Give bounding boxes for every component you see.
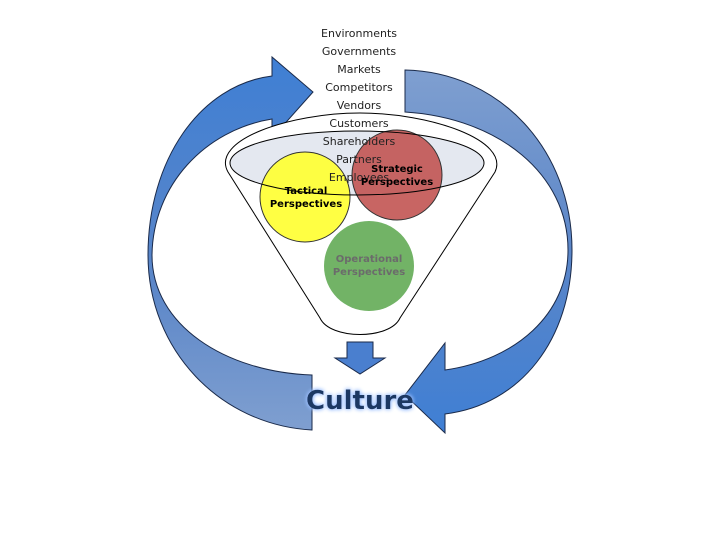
- influence-item: Governments: [322, 45, 397, 58]
- operational-label: Perspectives: [333, 267, 405, 278]
- influences-list: Environments Governments Markets Competi…: [321, 27, 397, 184]
- influence-item: Competitors: [325, 81, 393, 94]
- culture-label: Culture: [306, 386, 414, 416]
- down-arrow: [333, 341, 387, 375]
- operational-label: Operational: [336, 254, 403, 265]
- influence-item: Environments: [321, 27, 397, 40]
- influence-item: Partners: [336, 153, 382, 166]
- tactical-label: Perspectives: [270, 199, 342, 210]
- right-cycle-arrow: [404, 69, 573, 435]
- influence-item: Vendors: [337, 99, 382, 112]
- strategic-label: Perspectives: [361, 177, 433, 188]
- operational-circle: [324, 221, 414, 311]
- tactical-label: Tactical: [285, 186, 328, 197]
- influence-item: Customers: [329, 117, 388, 130]
- influence-item: Markets: [337, 63, 381, 76]
- influence-item: Employees: [329, 171, 389, 184]
- strategic-label: Strategic: [371, 164, 423, 175]
- left-cycle-arrow: [147, 55, 314, 431]
- influence-item: Shareholders: [323, 135, 396, 148]
- strategic-circle: [351, 129, 443, 221]
- tactical-circle: [259, 151, 351, 243]
- funnel-opening-outline: [229, 130, 485, 196]
